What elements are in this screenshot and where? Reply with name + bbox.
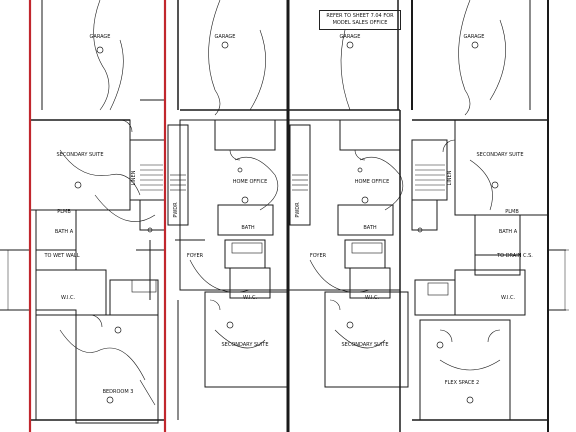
room-label-flex-space-2: FLEX SPACE 2	[444, 380, 480, 386]
room-label-garage: GARAGE	[89, 34, 111, 40]
room-label-garage: GARAGE	[214, 34, 236, 40]
room-label-foyer: FOYER	[309, 253, 327, 259]
room-label-garage: GARAGE	[463, 34, 485, 40]
room-label-bath-a: BATH A	[54, 229, 74, 235]
note-line-1: REFER TO SHEET 7.04 FOR	[326, 13, 394, 19]
room-label-foyer: FOYER	[186, 253, 204, 259]
room-label-pwdr: PWDR	[295, 202, 301, 218]
room-label-bath: BATH	[363, 225, 377, 231]
room-label-pwdr: PWDR	[173, 202, 179, 218]
room-label-secondary-suite: SECONDARY SUITE	[56, 152, 104, 158]
room-label-secondary-suite: SECONDARY SUITE	[476, 152, 524, 158]
note-line-2: MODEL SALES OFFICE	[332, 20, 388, 26]
room-label-plmb: PLMB	[505, 209, 519, 215]
room-label-secondary-suite: SECONDARY SUITE	[221, 342, 269, 348]
room-label-garage: GARAGE	[339, 34, 361, 40]
room-label-bedroom-3: BEDROOM 3	[102, 389, 134, 395]
note-to-wet-wall: TO WET WALL	[44, 253, 80, 259]
room-label-home-office: HOME OFFICE	[232, 179, 268, 185]
room-label-plmb: PLMB	[57, 209, 71, 215]
room-label-wic: W.I.C.	[500, 295, 516, 301]
room-label-wic: W.I.C.	[242, 295, 258, 301]
room-label-bath: BATH	[241, 225, 255, 231]
room-label-linen: LINEN	[447, 170, 453, 186]
room-label-wic: W.I.C.	[364, 295, 380, 301]
room-label-wic: W.I.C.	[60, 295, 76, 301]
sheet-reference-note: REFER TO SHEET 7.04 FOR MODEL SALES OFFI…	[319, 10, 401, 30]
room-label-home-office: HOME OFFICE	[354, 179, 390, 185]
room-label-secondary-suite: SECONDARY SUITE	[341, 342, 389, 348]
room-label-bath-a: BATH A	[498, 229, 518, 235]
room-label-linen: LINEN	[131, 170, 137, 186]
note-to-drain: TO DRAIN C.S.	[497, 253, 533, 259]
